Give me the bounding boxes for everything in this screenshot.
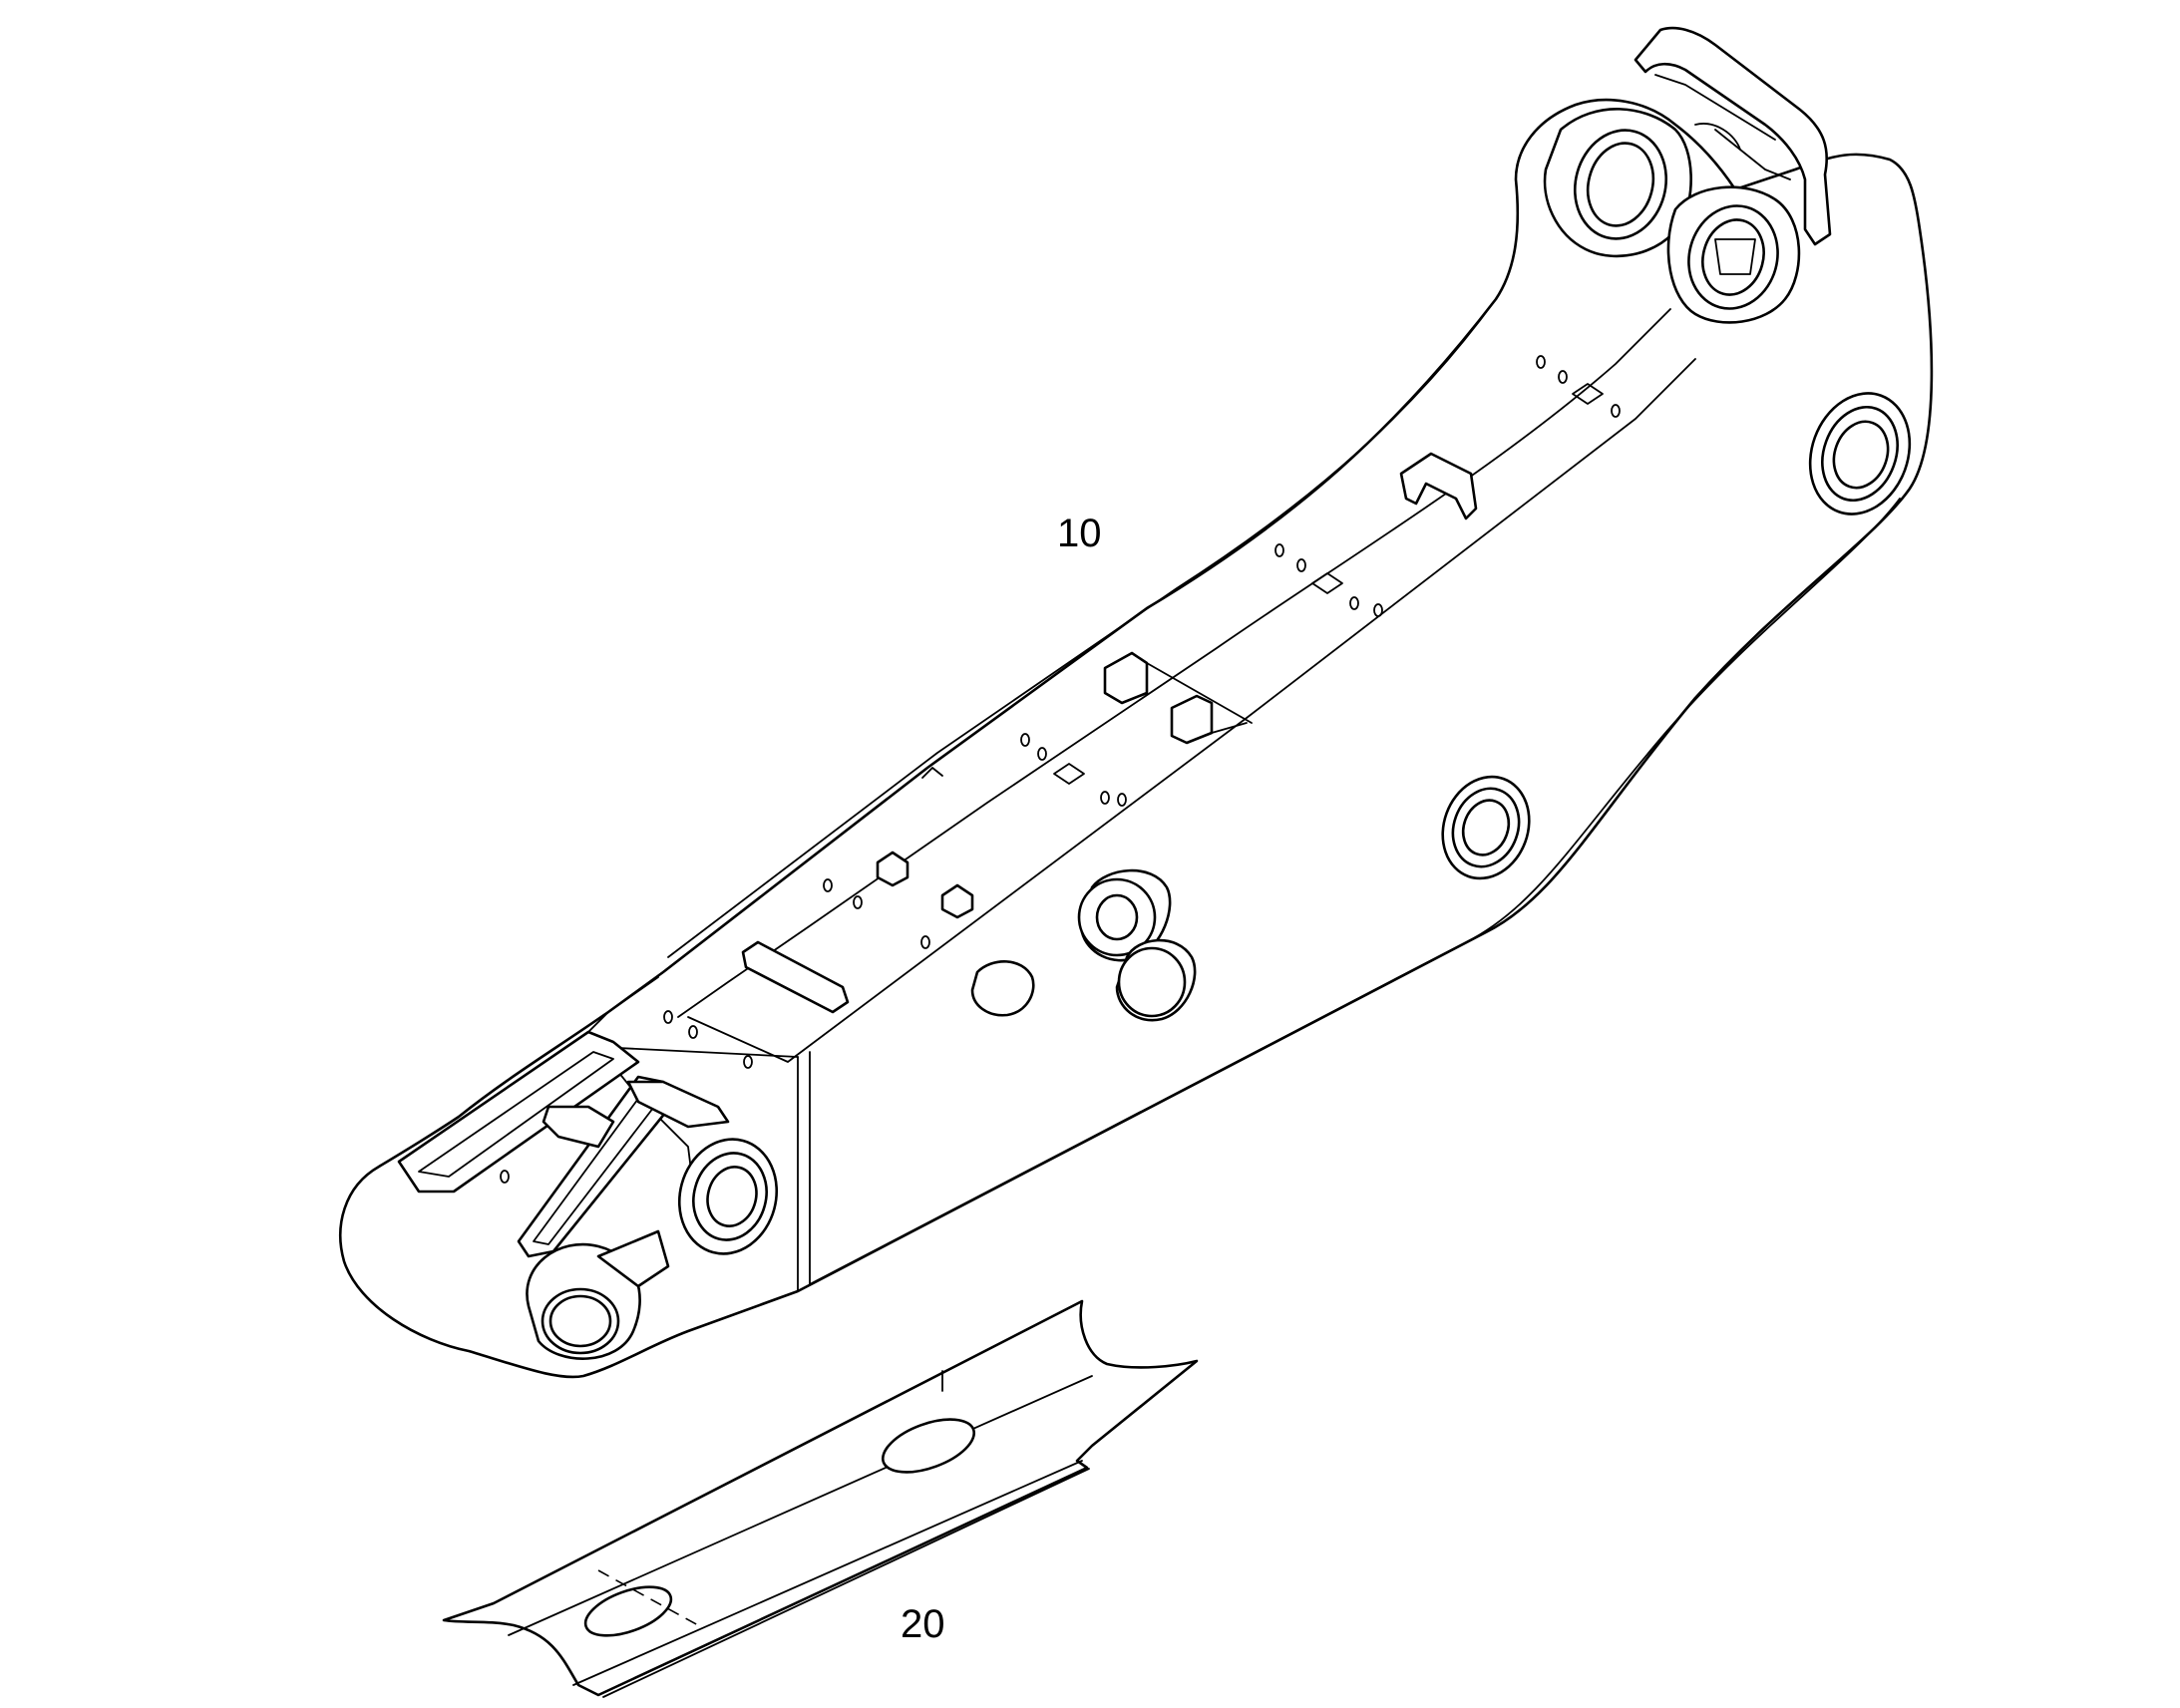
top-long-plate bbox=[741, 940, 850, 1014]
plate-hole-lower bbox=[583, 1585, 673, 1637]
head-lug-left bbox=[1543, 108, 1692, 258]
side-pivot-boss-upper bbox=[1808, 392, 1912, 515]
base-pivot-boss bbox=[526, 1242, 641, 1360]
base-strap-left bbox=[397, 1030, 640, 1194]
side-pivot-boss-mid bbox=[1441, 775, 1531, 880]
side-pivot-boss-base bbox=[677, 1138, 779, 1255]
base-gusset bbox=[596, 1229, 670, 1288]
callout-boom: 10 bbox=[1057, 512, 1102, 555]
top-bolt-holes bbox=[500, 355, 1621, 1184]
side-cap-small bbox=[970, 960, 1035, 1017]
boom-top-chord-line bbox=[667, 298, 1497, 958]
boom-outer-outline bbox=[339, 98, 1934, 1379]
base-top-left-edge bbox=[582, 976, 659, 1038]
top-flange-lug bbox=[921, 767, 943, 779]
plate-hole-upper bbox=[881, 1418, 976, 1474]
plate-part-20 bbox=[442, 1299, 1199, 1698]
head-lug-right bbox=[1666, 185, 1801, 324]
side-cylinder-large bbox=[1077, 868, 1172, 962]
top-pad-bracket-upper bbox=[1399, 452, 1478, 520]
boom-lower-edge bbox=[809, 498, 1901, 1285]
top-lug-pads bbox=[876, 851, 974, 919]
callout-plate: 20 bbox=[901, 1602, 945, 1646]
base-strap-center bbox=[626, 1080, 730, 1129]
boom-part-10 bbox=[339, 26, 1934, 1379]
boom-top-flange-edge bbox=[677, 308, 1671, 1018]
top-clips-mid bbox=[1103, 651, 1253, 745]
plate-lower-flange-bottom bbox=[602, 1468, 1090, 1698]
side-cylinder-small bbox=[1115, 938, 1197, 1022]
head-guard-bracket bbox=[1634, 26, 1832, 246]
plate-front-edge bbox=[508, 1375, 1093, 1636]
boom-top-face-front-edge bbox=[687, 358, 1696, 1063]
base-strap-plate bbox=[542, 1105, 615, 1149]
plate-lower-flange-top bbox=[572, 1460, 1083, 1686]
base-strap-left-inner bbox=[418, 1051, 614, 1178]
